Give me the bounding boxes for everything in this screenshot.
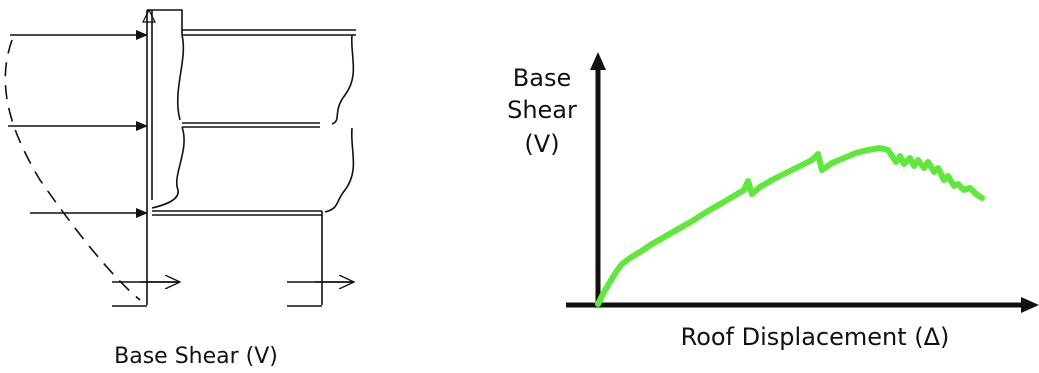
load-distribution-curve — [4, 39, 141, 301]
beam-mid-break-right — [324, 127, 355, 213]
beam-top-break-right — [331, 34, 355, 125]
pushover-curve — [595, 145, 985, 307]
building-frame — [142, 8, 356, 305]
beam-mid-break-left — [151, 126, 185, 209]
top-marker-icon — [142, 8, 156, 23]
base-reaction-left-shaft — [112, 282, 178, 306]
x-axis-arrowhead — [1021, 297, 1039, 313]
y-axis-label-line-3: (V) — [524, 130, 559, 158]
base-reaction-arrows — [112, 282, 354, 307]
y-axis-label-line-1: Base — [513, 64, 571, 92]
lateral-load-arrows — [8, 30, 148, 218]
x-axis-label: Roof Displacement (Δ) — [681, 323, 950, 351]
beam-top-break-left — [176, 34, 185, 121]
column-cap — [147, 9, 183, 35]
y-axis-label-line-2: Shear — [507, 96, 577, 124]
pushover-axes — [566, 52, 1039, 313]
y-axis-arrowhead — [590, 52, 606, 70]
left-caption: Base Shear (V) — [114, 344, 278, 369]
